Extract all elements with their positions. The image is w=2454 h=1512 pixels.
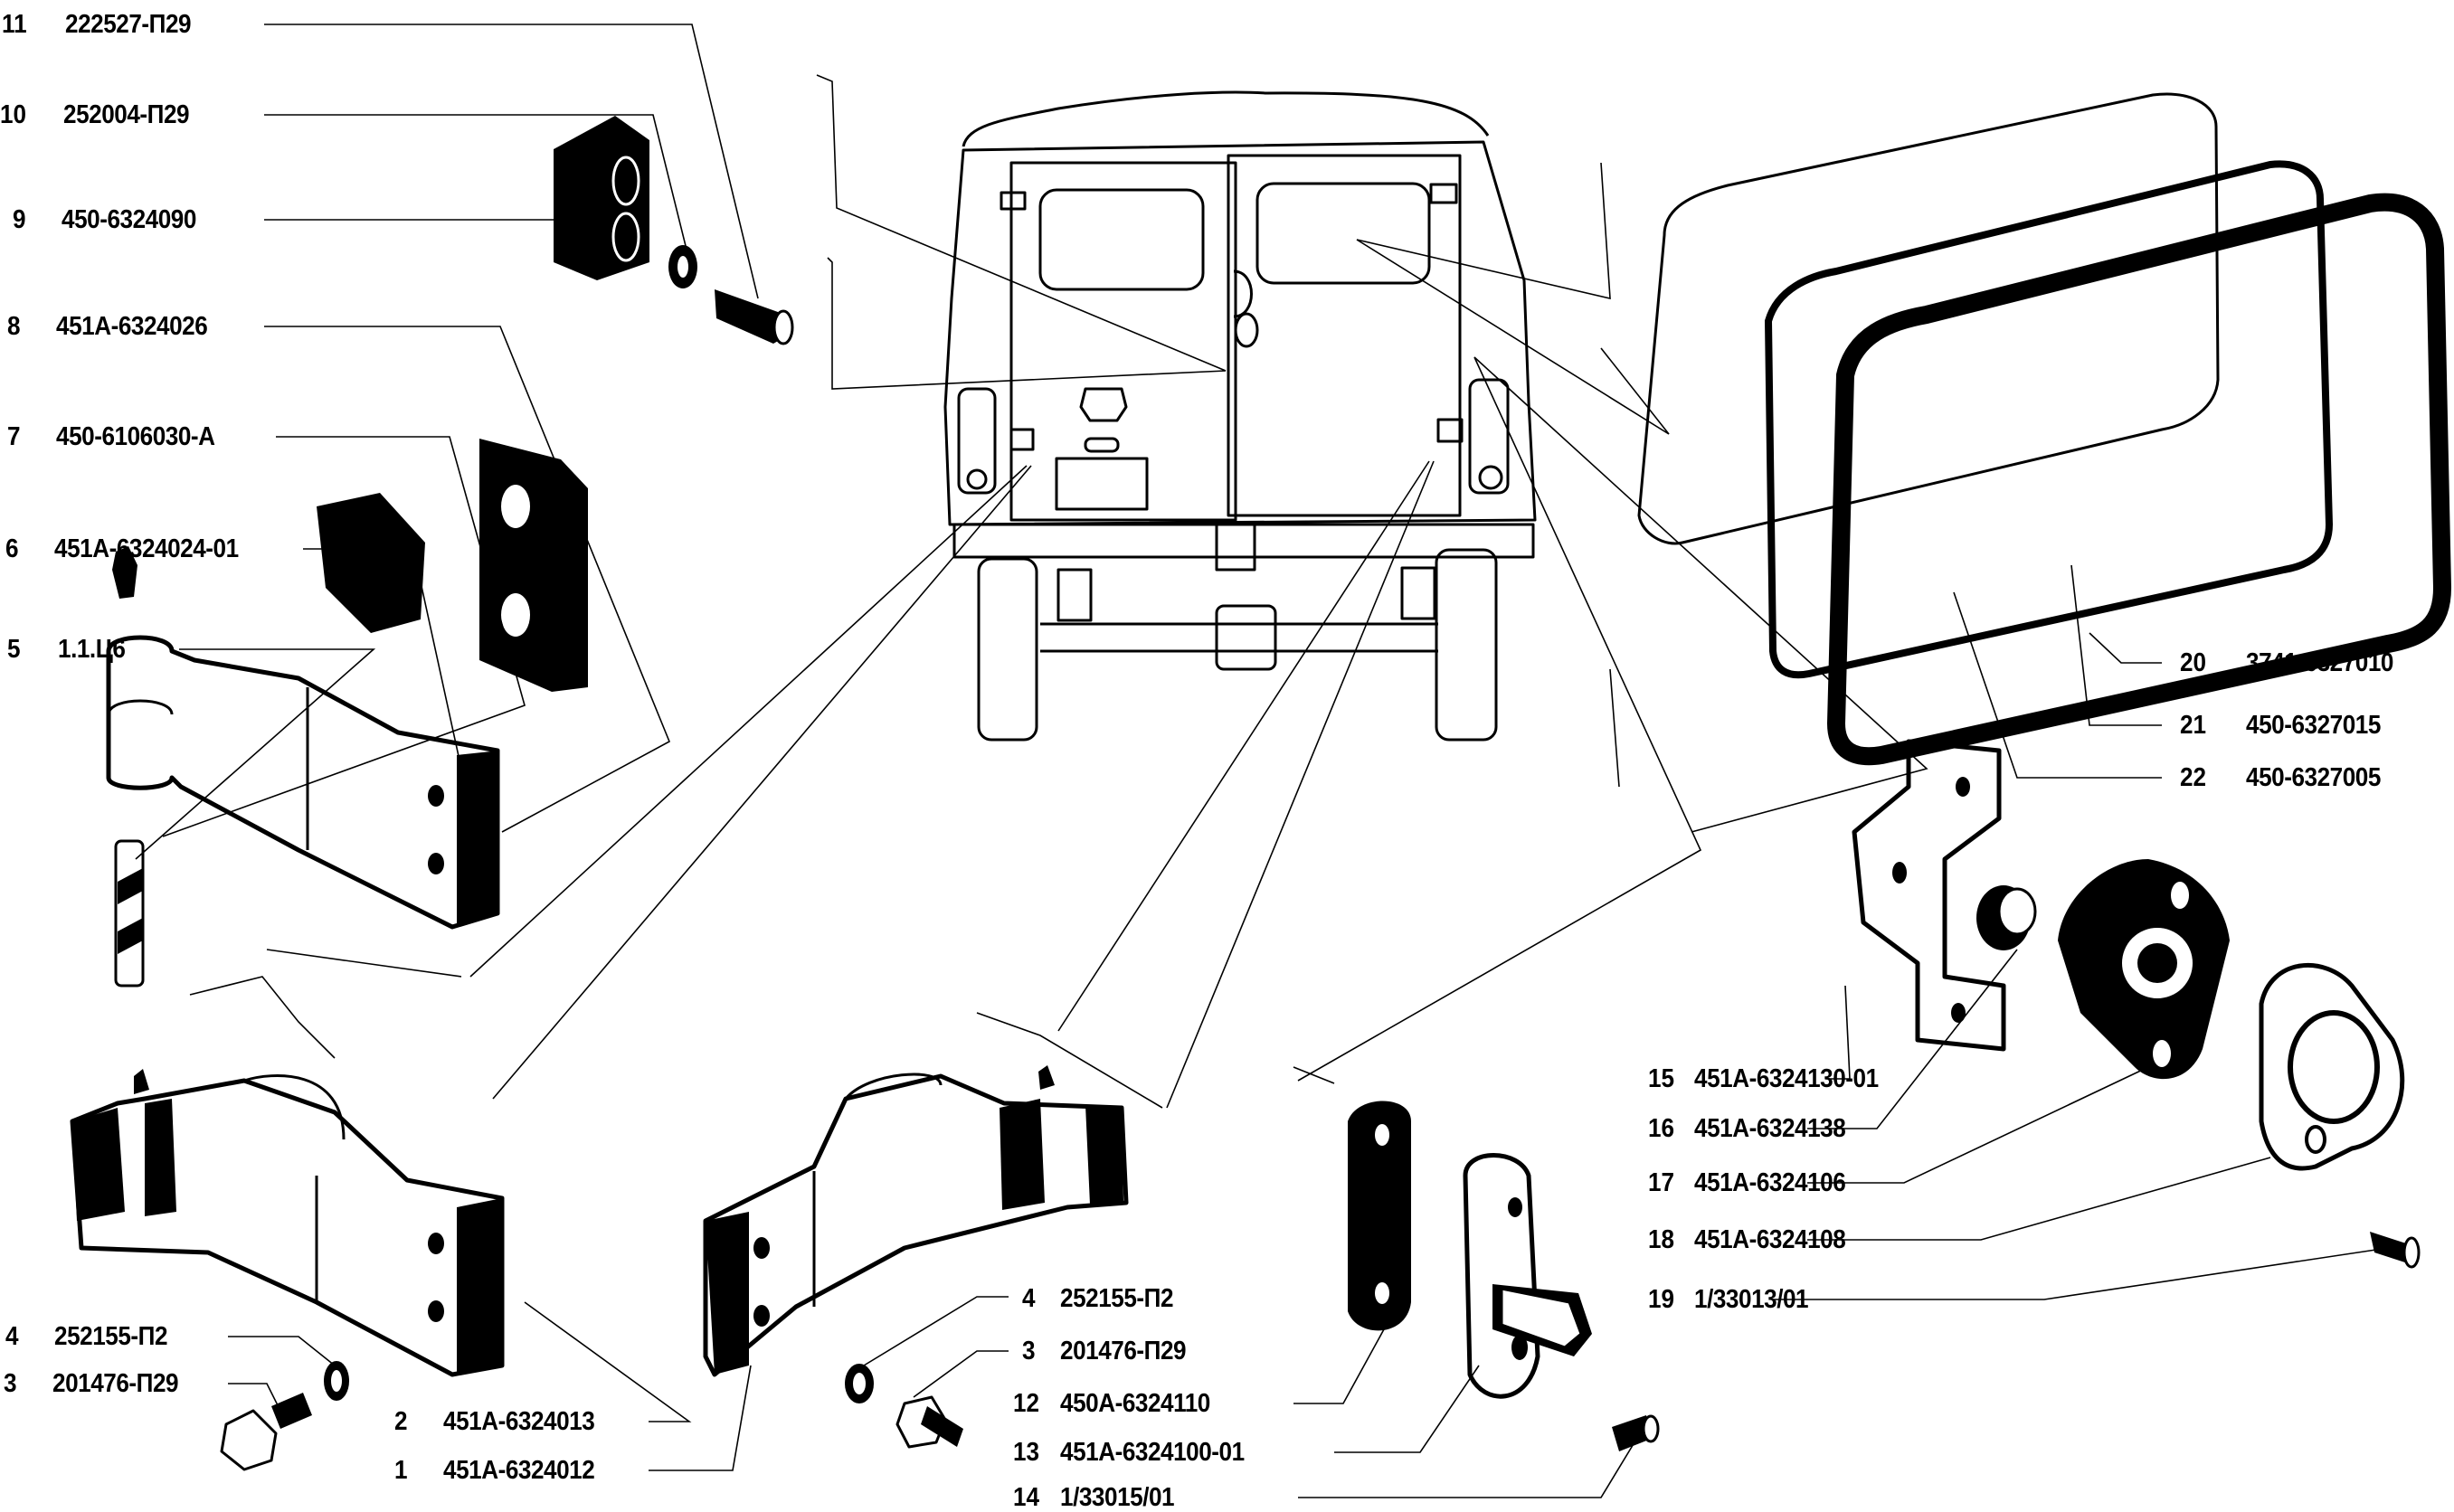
bolt-part-3-center xyxy=(895,1395,963,1449)
part-number: 451А-6324100-01 xyxy=(1060,1438,1245,1467)
part-number: 1/33015/01 xyxy=(1060,1483,1175,1512)
hinge-pin-part-7 xyxy=(114,839,145,988)
part-number: 451А-6324024-01 xyxy=(54,534,239,563)
callout-number: 13 xyxy=(1013,1438,1040,1467)
part-number: 451А-6324130-01 xyxy=(1694,1064,1879,1093)
bolt-part-3-left xyxy=(220,1393,312,1471)
callout-number: 3 xyxy=(1022,1337,1036,1366)
callout-number: 8 xyxy=(7,312,21,341)
callout-number: 5 xyxy=(7,635,21,664)
callout-number: 18 xyxy=(1648,1225,1675,1254)
bumper-button-part-16 xyxy=(1976,885,2037,950)
part-number: 450-6324090 xyxy=(62,205,196,234)
hinge-part-1 xyxy=(703,1065,1129,1377)
callout-number: 12 xyxy=(1013,1389,1040,1418)
callout-number: 9 xyxy=(13,205,26,234)
callout-number: 20 xyxy=(2180,648,2207,677)
part-number: 450А-6324110 xyxy=(1060,1389,1210,1418)
bracket-part-15 xyxy=(1852,739,2006,1052)
gasket-part-18 xyxy=(2259,963,2405,1171)
callout-number: 2 xyxy=(394,1407,408,1436)
part-number: 450-6327005 xyxy=(2246,763,2381,792)
part-number: 201476-П29 xyxy=(52,1369,179,1398)
part-number: 252004-П29 xyxy=(63,100,190,129)
part-number: 451А-6324108 xyxy=(1694,1225,1846,1254)
callout-number: 17 xyxy=(1648,1168,1675,1197)
callout-number: 15 xyxy=(1648,1064,1675,1093)
part-number: 451А-6324013 xyxy=(443,1407,595,1436)
lock-housing-part-17 xyxy=(2058,859,2230,1080)
callout-number: 11 xyxy=(2,10,27,39)
hinge-leaf-part-8 xyxy=(106,635,500,930)
callout-number: 1 xyxy=(394,1456,408,1485)
part-number: 252155-П2 xyxy=(54,1322,168,1351)
window-glass-part-22 xyxy=(1637,92,2220,545)
part-number: 1/33013/01 xyxy=(1694,1285,1809,1314)
leader-lines xyxy=(135,24,2389,1498)
hinge-part-2 xyxy=(70,1069,505,1377)
part-number: 222527-П29 xyxy=(65,10,192,39)
hinge-bracket-part-6 xyxy=(317,439,588,692)
callout-number: 7 xyxy=(7,422,21,451)
part-number: 450-6327015 xyxy=(2246,711,2381,740)
callout-number: 22 xyxy=(2180,763,2207,792)
callout-number: 21 xyxy=(2180,711,2207,740)
callout-number: 14 xyxy=(1013,1483,1040,1512)
striker-plate-part-13 xyxy=(1463,1153,1592,1399)
callout-number: 6 xyxy=(5,534,19,563)
part-number: 201476-П29 xyxy=(1060,1337,1187,1366)
screw-part-14 xyxy=(1612,1414,1660,1451)
callout-number: 16 xyxy=(1648,1114,1675,1143)
bolt-part-11 xyxy=(715,289,794,345)
washer-part-4-left xyxy=(324,1361,349,1401)
callout-number: 4 xyxy=(1022,1284,1036,1313)
part-number: 451А-6324012 xyxy=(443,1456,595,1485)
part-number: 1.1.Ц6 xyxy=(58,635,126,664)
callout-number: 3 xyxy=(4,1369,17,1398)
part-number: 451А-6324026 xyxy=(56,312,208,341)
washer-part-4-center xyxy=(845,1364,874,1403)
part-number: 451А-6324106 xyxy=(1694,1168,1846,1197)
vehicle-rear-view xyxy=(943,90,1537,742)
part-number: 450-6106030-А xyxy=(56,422,215,451)
callout-number: 4 xyxy=(5,1322,19,1351)
callout-number: 19 xyxy=(1648,1285,1675,1314)
part-number: 3741-6327010 xyxy=(2246,648,2393,677)
part-number: 451А-6324138 xyxy=(1694,1114,1846,1143)
window-seal-part-21 xyxy=(1764,160,2334,679)
window-frame-part-20 xyxy=(1826,193,2452,766)
washer-part-10 xyxy=(668,245,697,288)
bump-stop-part-9 xyxy=(554,116,649,280)
part-number: 252155-П2 xyxy=(1060,1284,1174,1313)
grease-nipple-part-5 xyxy=(112,546,137,599)
screw-part-19 xyxy=(2370,1232,2421,1269)
callout-number: 10 xyxy=(0,100,27,129)
striker-pad-part-12 xyxy=(1348,1101,1411,1331)
